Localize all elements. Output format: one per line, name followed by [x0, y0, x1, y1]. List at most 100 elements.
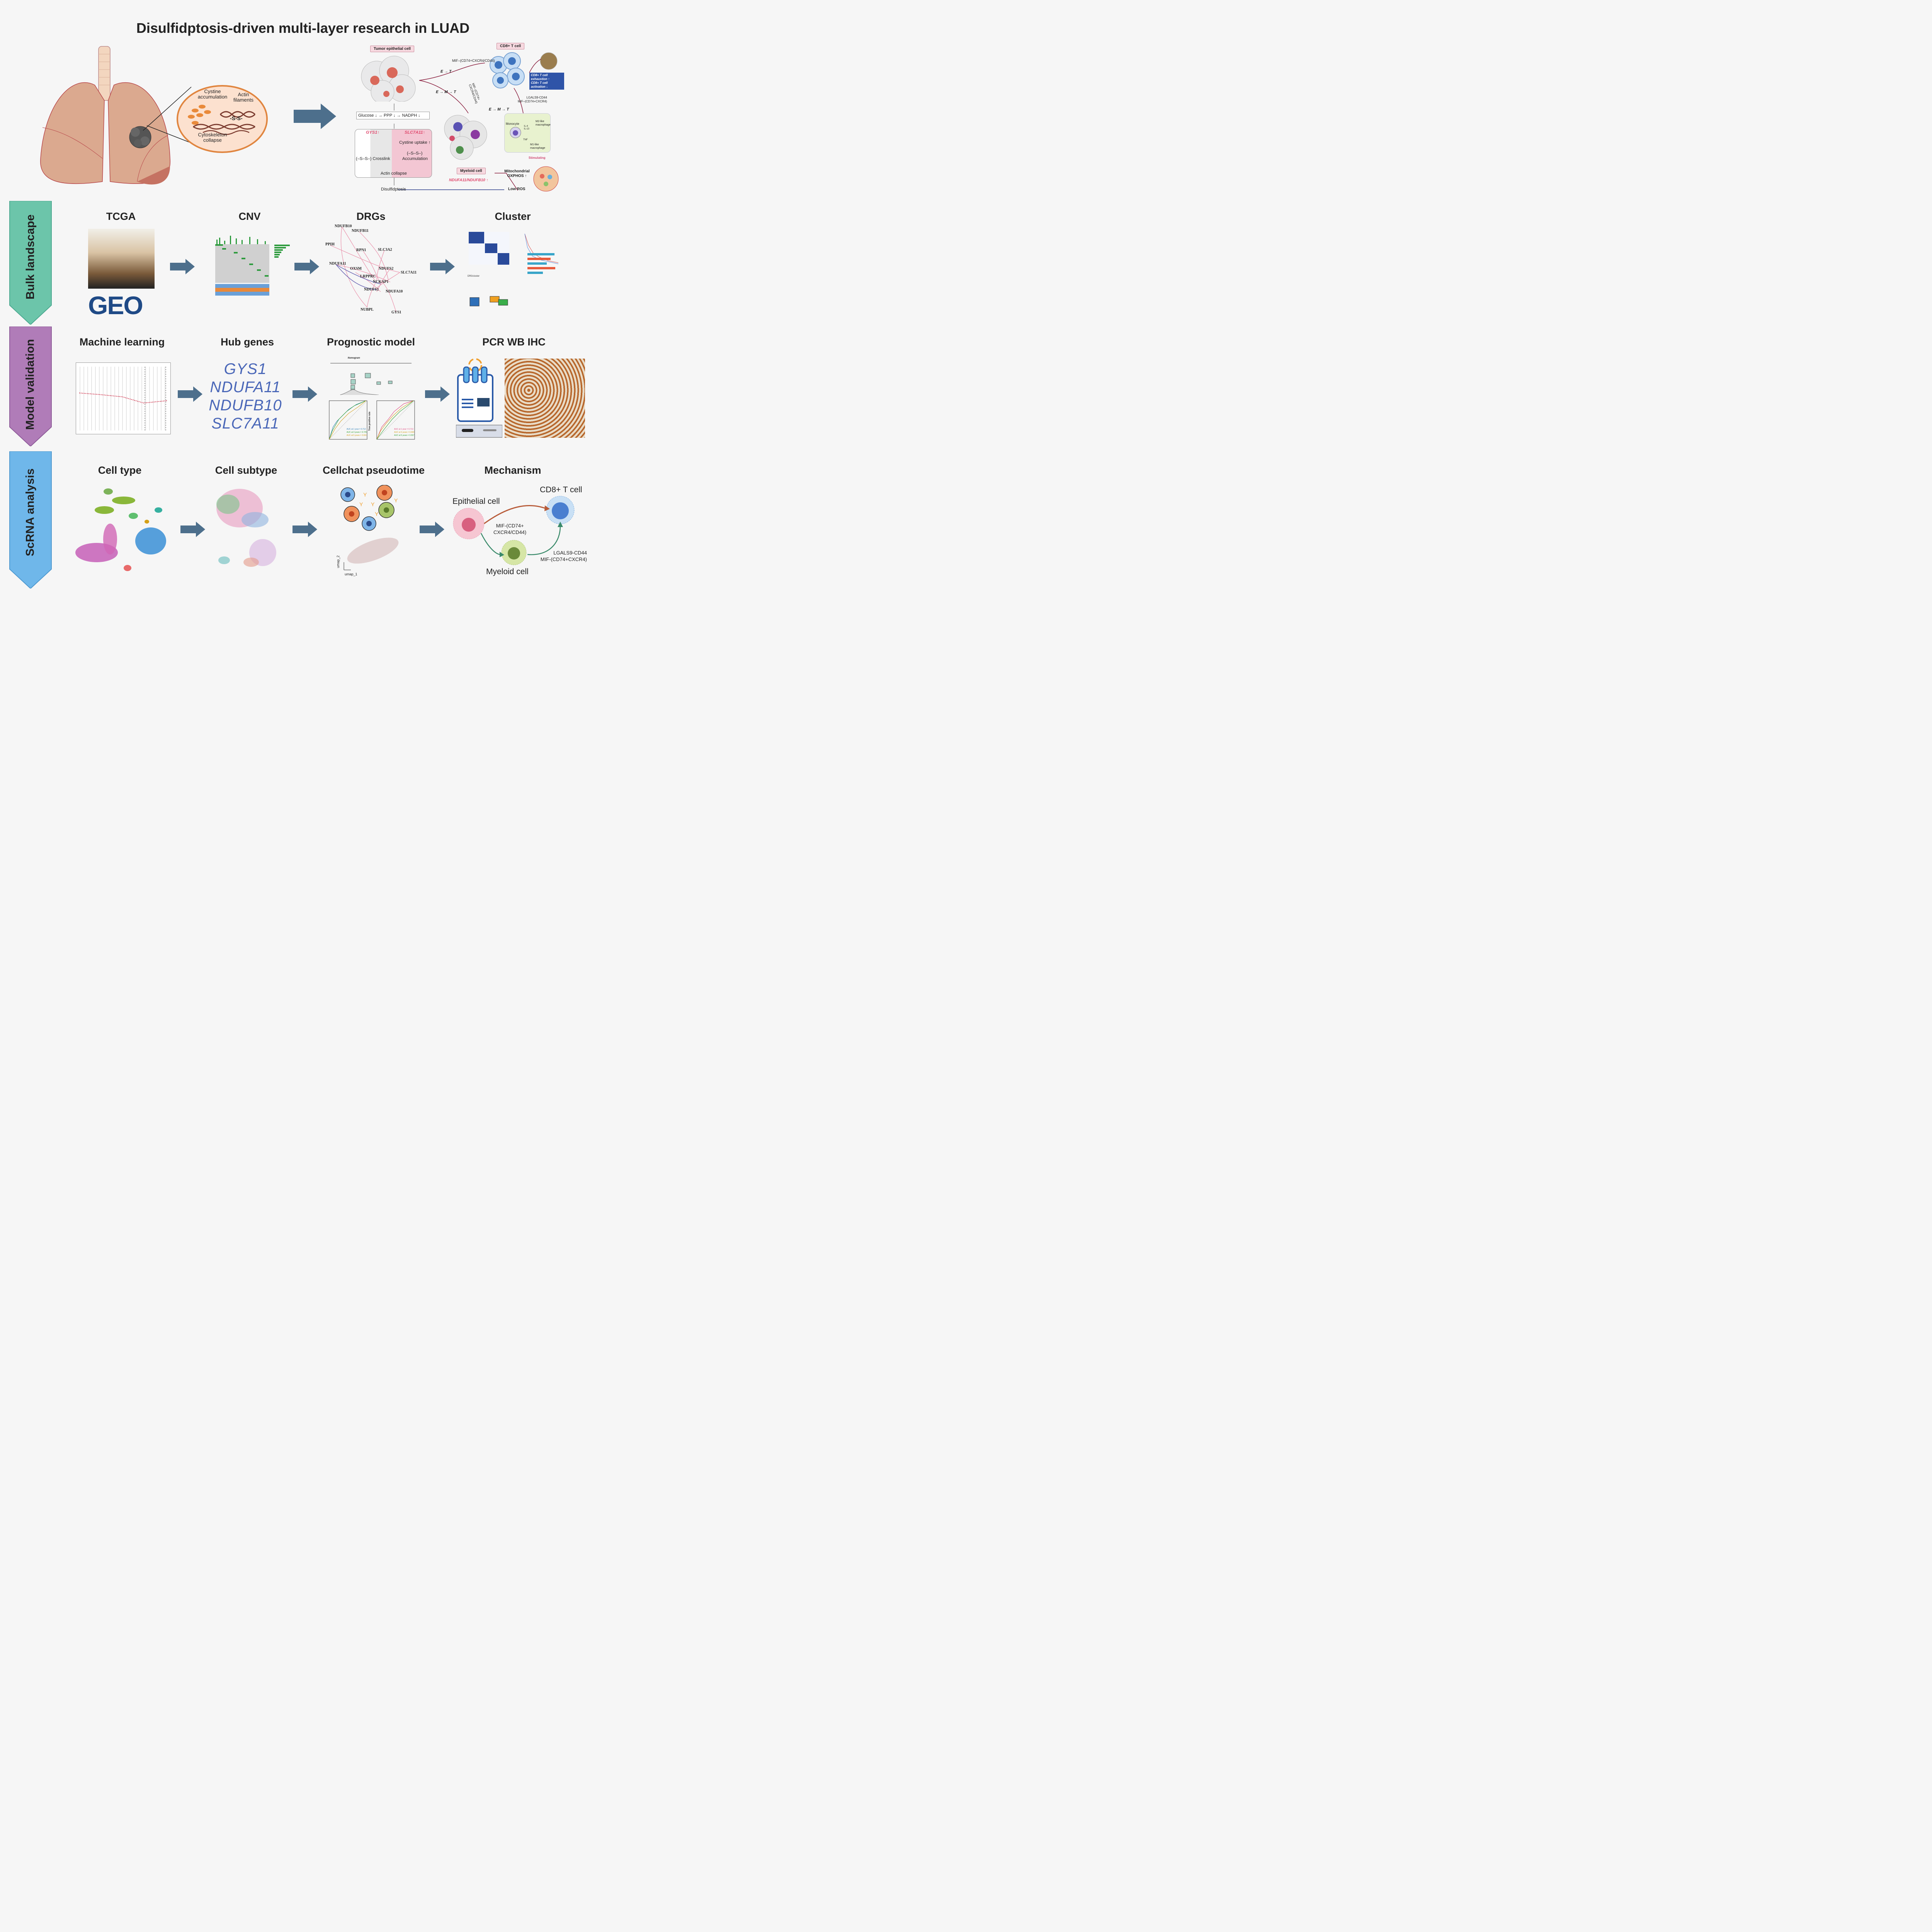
lgals-label: LGALS9-CD44 [553, 550, 587, 556]
drg-node: NUBPL [361, 308, 374, 312]
panel-title-cellchat-pseudotime: Cellchat pseudotime [322, 464, 425, 476]
mechanism-diagram: Tumor epithelial cell CD8+ T cell CD8+ T… [348, 42, 564, 196]
drg-network [323, 222, 419, 315]
panel-title-cluster: Cluster [495, 211, 531, 222]
panel-title-prognostic-model: Prognostic model [327, 336, 415, 348]
cd8-label: CD8+ T cell [540, 485, 582, 494]
ihc-image [505, 359, 585, 438]
cystine-label: Cystine accumulation [197, 88, 228, 100]
crosslink-label: (–S–S–) Crosslink [356, 156, 390, 161]
arrow-icon [294, 259, 319, 274]
mif3-label: MIF-(CD74+CXCR4) [540, 556, 587, 562]
hub-genes-list: GYS1 NDUFA11 NDUFB10 SLC7A11 [205, 360, 286, 433]
actin-label: Actin filaments [233, 92, 254, 103]
sc-mechanism: Epithelial cell CD8+ T cell Myeloid cell… [450, 483, 593, 580]
cluster-legend: DRGcluster [468, 275, 480, 277]
hub-gene: GYS1 [224, 361, 267, 378]
arrow-icon [294, 104, 336, 129]
arrow-icon [178, 386, 202, 402]
myeloid-label: Myeloid cell [486, 567, 529, 576]
tumor-mass [129, 126, 151, 148]
banner-model-validation: Model validation [8, 326, 53, 447]
panel-title-mechanism: Mechanism [484, 464, 541, 476]
panel-title-hub-genes: Hub genes [220, 336, 274, 348]
mechanism-box: GYS1↑ SLC7A11↑ Cystine uptake ↑ (–S–S–) … [355, 129, 432, 178]
nomogram: Nomogram [325, 356, 417, 395]
hub-gene: NDUFA11 [210, 379, 281, 396]
drg-node: OXSM [350, 267, 362, 271]
glucose-chain: Glucose ↓ → PPP ↓ → NADPH ↓ [356, 112, 430, 119]
roc-right-auc-5: AUC at 5 years = 0.557 [394, 434, 415, 437]
drg-node: NDUFS1 [364, 287, 379, 292]
roc-right-auc-3: AUC at 3 years = 0.690 [394, 431, 415, 434]
drg-node: SLC7A11 [401, 270, 417, 275]
nomogram-title: Nomogram [348, 357, 360, 359]
arrow-icon [420, 522, 444, 537]
cd8-label: CD8+ T cell [497, 43, 525, 49]
svg-text:Y: Y [363, 492, 367, 498]
banner-bulk-landscape: Bulk landscape [8, 201, 53, 325]
banner-scrna-analysis: ScRNA analysis [8, 451, 53, 589]
panel-title-cell-subtype: Cell subtype [215, 464, 277, 476]
umap-cell-subtype [213, 485, 278, 578]
mif-top-label: MIF–(CD74+CXCR4/CD44) [452, 59, 495, 63]
lgals9-label: LGALS9-CD44 [526, 96, 547, 99]
svg-text:Y: Y [375, 511, 379, 517]
tnf-label: TNF [523, 139, 528, 141]
roc-left: AUC at 1 year = 0.712 AUC at 3 years = 0… [325, 400, 368, 443]
drg-node: GYS1 [391, 310, 401, 315]
il13-label: IL-13 [524, 128, 529, 130]
tumor-cell-label: Tumor epithelial cell [370, 46, 414, 52]
actin-collapse-label: Actin collapse [381, 171, 407, 176]
banner-label: Model validation [24, 339, 37, 430]
mif1-label: MIF-(CD74+ [496, 523, 524, 529]
arrow-icon [180, 522, 205, 537]
e-to-t-label: E → T [440, 70, 452, 74]
cluster-panel: DRGcluster [468, 226, 564, 317]
cnv-oncoplot [207, 234, 290, 305]
panel-title-machine-learning: Machine learning [79, 336, 165, 348]
exhaustion-label: CD8+ T cell exhaustion ↑ [531, 73, 550, 81]
activation-label: CD8+ T cell activation ↓ [531, 81, 548, 88]
svg-text:Y: Y [394, 497, 398, 503]
mif-cxcr4-label: MIF–(CD74+CXCR4) [518, 100, 547, 103]
panel-title-pcr-wb-ihc: PCR WB IHC [482, 336, 546, 348]
tumor-microenvironment-icon [533, 166, 559, 192]
drg-node: RPN1 [356, 248, 366, 252]
myeloid-cells-icon [444, 115, 487, 160]
page-title: Disulfidptosis-driven multi-layer resear… [136, 20, 470, 36]
monocyte-label: Monocyte [506, 122, 519, 126]
panel-title-drgs: DRGs [356, 211, 386, 222]
myeloid-label: Myeloid cell [457, 168, 486, 174]
banner-label: ScRNA analysis [24, 468, 37, 556]
disulfide-label: -S-S- [230, 115, 243, 121]
arrow-icon [170, 259, 195, 274]
drg-node: NDUFB10 [335, 224, 352, 228]
roc-ylabel: True positive rate [369, 412, 371, 431]
lab-equipment-icon [456, 355, 503, 439]
e-m-t-label-2: E → M → T [489, 107, 509, 112]
umap-cell-type [73, 487, 174, 576]
drg-node: PPIH [325, 242, 335, 247]
gys1-label: GYS1↑ [366, 130, 379, 135]
geo-logo: GEO [88, 291, 143, 320]
tcga-image [88, 229, 155, 289]
tumor-cells-icon [361, 56, 416, 102]
e-m-t-label-1: E → M → T [436, 90, 456, 94]
m1-label: M1-like macrophage [530, 143, 545, 150]
stimulating-label: Stimulating [529, 156, 546, 160]
disulfidptosis-label: Disulfidptosis [381, 187, 406, 192]
roc-right-auc-1: AUC at 1 year = 0.713 [394, 428, 413, 430]
panel-title-cell-type: Cell type [98, 464, 142, 476]
ss-accum-label: (–S–S–) [407, 151, 423, 156]
panel-title-tcga: TCGA [106, 211, 136, 222]
mito-label: Mitochondrial OXPHOS ↑ [504, 169, 530, 178]
roc-left-auc-5: AUC at 5 years = 0.691 [347, 434, 367, 437]
panel-title-cnv: CNV [238, 211, 261, 222]
cd8-cells-icon [490, 52, 525, 88]
mif2-label: CXCR4/CD44) [493, 529, 527, 535]
ndufa-label: NDUFA11/NDUFB10 ↑ [449, 178, 488, 182]
drg-node: LRPPRC [360, 274, 376, 279]
slc7a11-label: SLC7A11↑ [405, 130, 425, 135]
low-ros-label: Low ROS [508, 187, 526, 191]
